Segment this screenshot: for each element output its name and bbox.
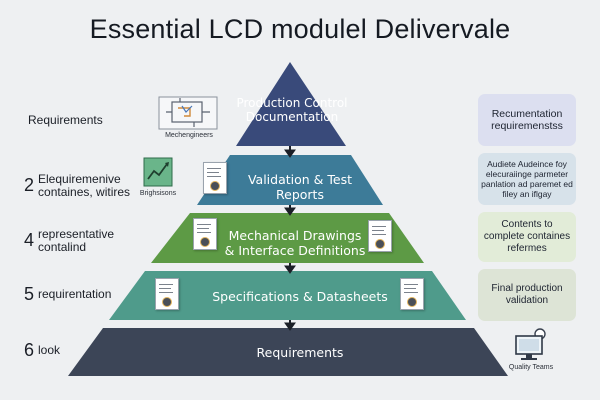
info-box-3: Contents to complete containes refermes xyxy=(478,212,576,262)
connector-arrows xyxy=(284,146,296,331)
pyramid-level-3 xyxy=(151,213,424,263)
document-icon xyxy=(368,220,392,252)
left-item-number: 5 xyxy=(24,284,35,304)
info-box-4: Final production validation xyxy=(478,269,576,321)
left-item-number: 6 xyxy=(24,340,35,360)
level-label-2: Validation & Test Reports xyxy=(247,172,353,202)
left-item-text: Elequiremenive containes, witires xyxy=(38,172,131,199)
info-box-2: Audiete Audeince foy elecuraiinge parmet… xyxy=(478,153,576,205)
circuit-board-icon xyxy=(158,96,218,135)
left-item-text: requirentation xyxy=(38,287,112,302)
pyramid-level-5 xyxy=(68,328,508,376)
left-item-text: look xyxy=(38,343,61,358)
left-item-text: Requirements xyxy=(28,113,103,128)
info-box-1: Recumentation requiremenstss xyxy=(478,94,576,146)
level-label-4: Specifications & Datasheets xyxy=(212,289,388,304)
pyramid-level-4 xyxy=(109,271,466,320)
level-label-5: Requirements xyxy=(256,345,344,360)
left-item-1: Requirements xyxy=(24,114,103,127)
pyramid-level-1 xyxy=(236,62,346,146)
engineers-caption: Mechengineers xyxy=(165,132,213,139)
document-icon xyxy=(155,278,179,310)
brightness-caption: Brighsisons xyxy=(139,190,177,197)
document-icon xyxy=(193,218,217,250)
document-icon xyxy=(400,278,424,310)
level-label-3: Mechanical Drawings & Interface Definiti… xyxy=(224,228,366,258)
monitor-icon xyxy=(512,328,548,367)
document-icon xyxy=(203,162,227,194)
page-title: Essential LCD modulel Delivervale xyxy=(89,14,511,44)
left-item-text: representative contalind xyxy=(38,227,115,254)
left-item-number: 4 xyxy=(24,230,35,251)
pyramid-level-2 xyxy=(197,155,383,205)
chart-icon xyxy=(143,157,173,192)
quality-caption: Quality Teams xyxy=(508,364,554,371)
left-item-number: 2 xyxy=(24,175,35,196)
level-label-1: Production Control Documentation xyxy=(236,96,348,124)
